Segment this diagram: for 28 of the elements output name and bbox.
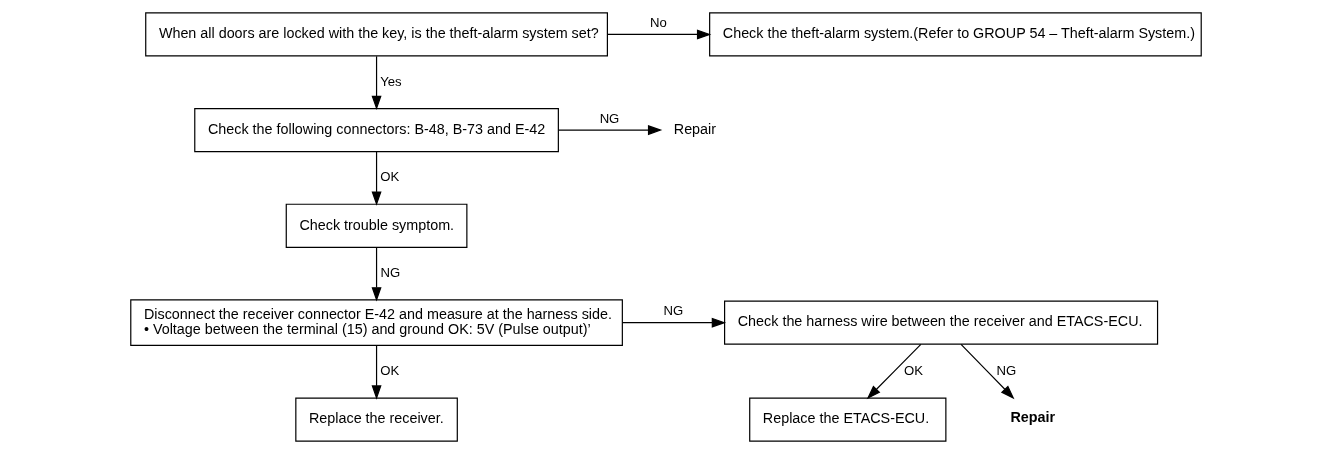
node-box: Check the following connectors: B-48, B-73 and E-42 <box>194 108 559 153</box>
node-box: Replace the ETACS-ECU. <box>749 397 947 442</box>
node-box: Check the harness wire between the receiver and ETACS-ECU. <box>724 300 1159 345</box>
arrow <box>371 151 382 206</box>
arrow <box>371 345 382 400</box>
arrow <box>960 343 1015 400</box>
arrow <box>621 317 727 328</box>
edge-label: NG <box>996 363 1017 379</box>
node-text: Repair <box>1010 409 1056 426</box>
arrow <box>558 125 663 136</box>
edge-label: No <box>650 15 667 31</box>
edge-label: NG <box>663 303 684 319</box>
edge-label: Yes <box>380 73 402 89</box>
arrow <box>371 246 382 302</box>
edge-label: NG <box>380 264 401 280</box>
arrow <box>371 55 382 111</box>
node-box: When all doors are locked with the key, is the theft-alarm system set? <box>145 12 608 57</box>
arrow <box>606 29 712 40</box>
node-box: Disconnect the receiver connector E-42 and measure at the harness side. • Voltage between the terminal (15) and ground OK: 5V (Pulse output)’ <box>130 299 623 346</box>
node-box: Replace the receiver. <box>295 397 458 442</box>
edge-label: OK <box>904 363 924 379</box>
edge-label: OK <box>380 363 400 379</box>
edge-label: OK <box>380 169 400 185</box>
node-box: Check trouble symptom. <box>285 203 468 248</box>
arrow <box>866 343 922 400</box>
node-text: Repair <box>673 120 717 137</box>
node-box: Check the theft-alarm system.(Refer to GROUP 54 – Theft-alarm System.) <box>709 12 1202 57</box>
edge-label: NG <box>599 110 620 126</box>
